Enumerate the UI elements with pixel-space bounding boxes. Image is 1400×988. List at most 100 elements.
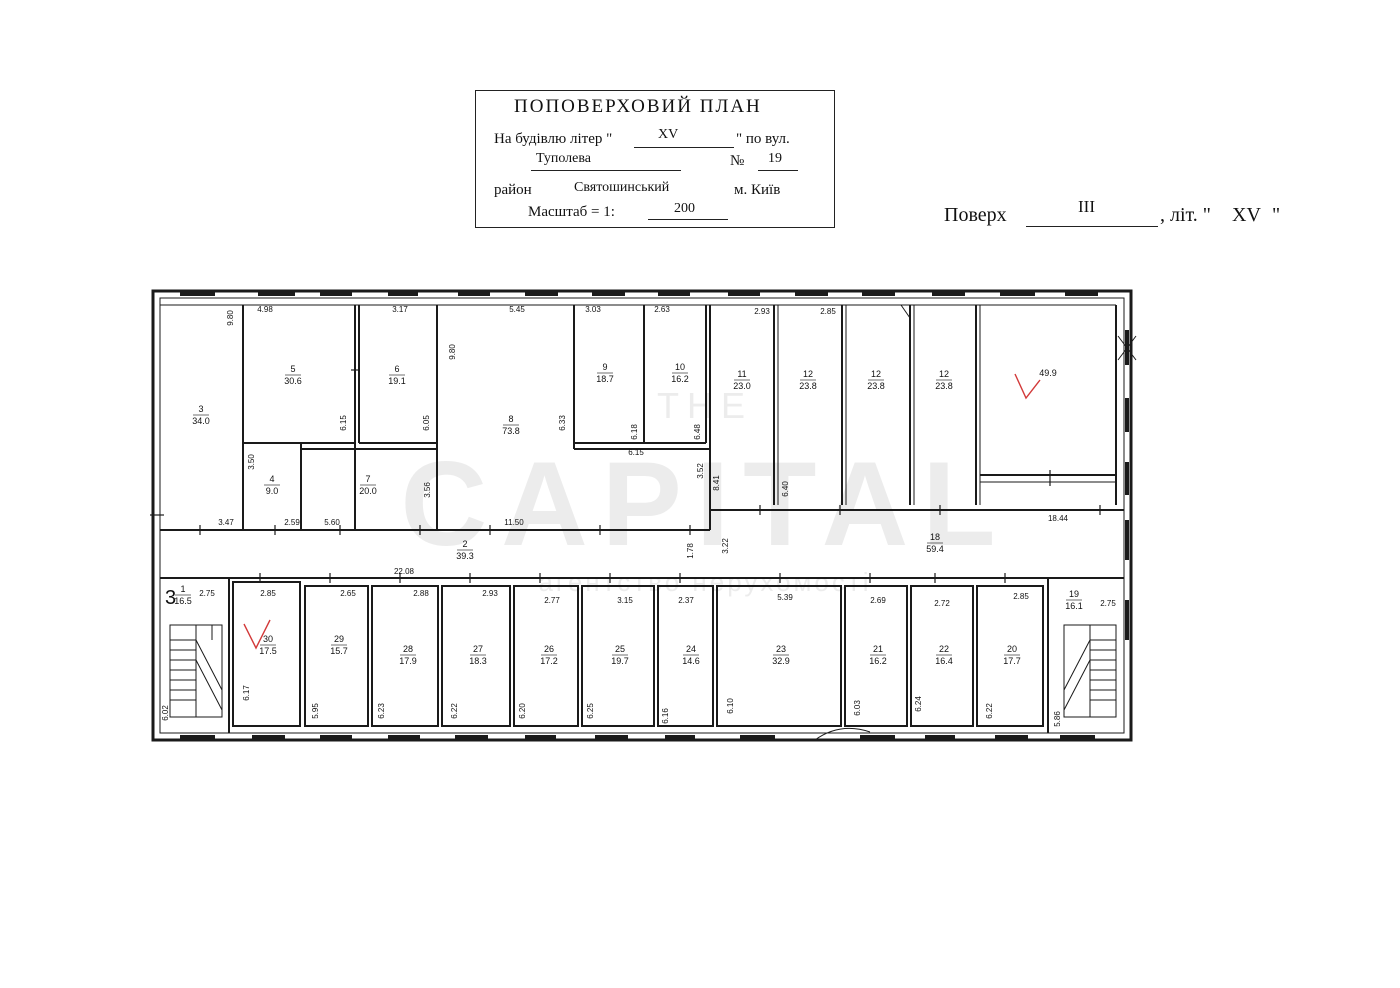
title-block: ПОПОВЕРХОВИЙ ПЛАН На будівлю літер " XV … xyxy=(475,90,835,228)
dimension-label: 2.65 xyxy=(340,589,356,598)
room-number: 1 xyxy=(180,584,185,594)
dimension-label: 3.47 xyxy=(218,518,234,527)
room-number: 12 xyxy=(803,369,813,379)
dimension-label: 5.86 xyxy=(1053,711,1062,727)
room-number: 24 xyxy=(686,644,696,654)
dimension-label: 18.44 xyxy=(1048,514,1069,523)
dimension-label: 6.02 xyxy=(161,705,170,721)
dimension-label: 6.15 xyxy=(628,448,644,457)
room-number: 23 xyxy=(776,644,786,654)
room-number: 21 xyxy=(873,644,883,654)
building-number: 19 xyxy=(768,151,782,166)
dimension-label: 2.63 xyxy=(654,305,670,314)
dimension-label: 3.50 xyxy=(247,454,256,470)
dimension-label: 2.72 xyxy=(934,599,950,608)
dimension-label: 3.15 xyxy=(617,596,633,605)
room-area: 39.3 xyxy=(456,551,474,561)
dimension-label: 2.77 xyxy=(544,596,560,605)
dimension-label: 6.03 xyxy=(853,700,862,716)
plan-heading: ПОПОВЕРХОВИЙ ПЛАН xyxy=(514,96,762,117)
street-name: Туполева xyxy=(536,151,592,166)
room-area: 23.0 xyxy=(733,381,751,391)
room-area: 23.8 xyxy=(935,381,953,391)
room-area: 18.7 xyxy=(596,374,614,384)
room-area: 73.8 xyxy=(502,426,520,436)
floor-line: Поверх xyxy=(944,204,1007,227)
room-number: 22 xyxy=(939,644,949,654)
room-number: 12 xyxy=(939,369,949,379)
windows xyxy=(180,292,1129,739)
room-area: 16.4 xyxy=(935,656,953,666)
room-number: 18 xyxy=(930,532,940,542)
district-name: Святошинський xyxy=(574,180,670,195)
room-area: 32.9 xyxy=(772,656,790,666)
room-number: 29 xyxy=(334,634,344,644)
dimension-label: 2.85 xyxy=(260,589,276,598)
room-number: 30 xyxy=(263,634,273,644)
street-label: " по вул. xyxy=(736,131,790,147)
misc-marks xyxy=(814,304,1137,741)
room-number: 2 xyxy=(462,539,467,549)
room-number: 3 xyxy=(198,404,203,414)
room-area: 20.0 xyxy=(359,486,377,496)
dimension-label: 2.75 xyxy=(199,589,215,598)
room-number: 19 xyxy=(1069,589,1079,599)
dimension-label: 2.93 xyxy=(754,307,770,316)
dimension-label: 6.48 xyxy=(693,424,702,440)
room-area: 16.1 xyxy=(1065,601,1083,611)
room-area: 19.7 xyxy=(611,656,629,666)
walls xyxy=(151,289,1133,742)
dimension-label: 6.40 xyxy=(781,481,790,497)
room-number: 8 xyxy=(508,414,513,424)
dimension-label: 2.59 xyxy=(284,518,300,527)
room-area: 17.9 xyxy=(399,656,417,666)
room-number: 10 xyxy=(675,362,685,372)
door-marks xyxy=(150,369,1101,583)
dimension-label: 6.16 xyxy=(661,708,670,724)
room-area: 16.2 xyxy=(869,656,887,666)
dimension-label: 22.08 xyxy=(394,567,415,576)
stairs-left xyxy=(169,624,223,718)
room-number: 9 xyxy=(602,362,607,372)
floor-letter: XV xyxy=(1232,204,1261,226)
room-area: 49.9 xyxy=(1039,368,1057,378)
floor-letter-label: , літ. " xyxy=(1160,204,1211,226)
room-number: 20 xyxy=(1007,644,1017,654)
building-label: На будівлю літер " xyxy=(494,131,613,147)
dimension-label: 3.17 xyxy=(392,305,408,314)
room-area: 15.7 xyxy=(330,646,348,656)
room-area: 16.5 xyxy=(174,596,192,606)
dimension-label: 3.52 xyxy=(696,463,705,479)
room-area: 9.0 xyxy=(266,486,279,496)
dimension-label: 6.15 xyxy=(339,415,348,431)
dimension-label: 6.33 xyxy=(558,415,567,431)
city-name: м. Київ xyxy=(734,182,781,198)
stairs-right xyxy=(1063,624,1117,718)
dimension-label: 6.10 xyxy=(726,698,735,714)
dimension-label: 5.45 xyxy=(509,305,525,314)
dimension-label: 5.95 xyxy=(311,703,320,719)
dimension-label: 3.56 xyxy=(423,482,432,498)
scale-label: Масштаб = 1: xyxy=(528,204,615,220)
room-area: 23.8 xyxy=(867,381,885,391)
dimension-label: 11.50 xyxy=(504,518,524,527)
dimension-label: 6.25 xyxy=(586,703,595,719)
dimension-label: 1.78 xyxy=(686,543,695,559)
room-area: 59.4 xyxy=(926,544,944,554)
dimension-label: 6.18 xyxy=(630,424,639,440)
room-number: 28 xyxy=(403,644,413,654)
dimension-label: 6.24 xyxy=(914,696,923,712)
dimension-label: 4.98 xyxy=(257,305,273,314)
dimension-label: 2.85 xyxy=(1013,592,1029,601)
room-area: 17.7 xyxy=(1003,656,1021,666)
room-number: 5 xyxy=(290,364,295,374)
dimension-label: 2.93 xyxy=(482,589,498,598)
dimension-label: 6.23 xyxy=(377,703,386,719)
dimension-label: 6.22 xyxy=(985,703,994,719)
room-area: 19.1 xyxy=(388,376,406,386)
dimension-label: 2.75 xyxy=(1100,599,1116,608)
floor-label: Поверх xyxy=(944,204,1007,226)
